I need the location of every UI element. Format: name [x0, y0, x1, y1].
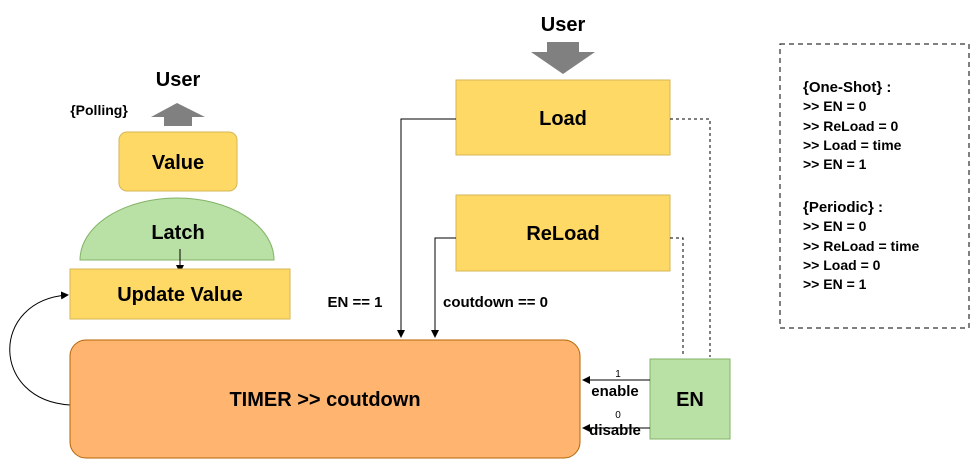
down-arrow-icon — [531, 42, 595, 74]
reload-label: ReLoad — [526, 223, 599, 245]
timer-label: TIMER >> coutdown — [229, 389, 420, 411]
user-left-label: User — [156, 69, 201, 91]
en-eq-1-label: EN == 1 — [327, 294, 382, 311]
en-label: EN — [676, 389, 704, 411]
disable-value-label: 0 — [615, 410, 621, 421]
one-shot-line: >> Load = time — [803, 137, 902, 153]
periodic-line: >> EN = 1 — [803, 276, 867, 292]
one-shot-line: >> ReLoad = 0 — [803, 118, 899, 134]
load-label: Load — [539, 108, 587, 130]
update-value-label: Update Value — [117, 284, 243, 306]
value-label: Value — [152, 152, 204, 174]
reload-en-dotted — [670, 237, 684, 357]
value-box — [118, 131, 238, 192]
latch-shape — [79, 197, 275, 261]
enable-label: enable — [591, 383, 639, 400]
disable-label: disable — [589, 422, 641, 439]
timer-box — [69, 339, 581, 459]
one-shot-line: >> EN = 1 — [803, 156, 867, 172]
load-box — [455, 79, 671, 156]
polling-label: {Polling} — [70, 102, 128, 118]
periodic-line: >> EN = 0 — [803, 218, 867, 234]
enable-value-label: 1 — [615, 369, 621, 380]
one-shot-title: {One-Shot} : — [803, 79, 891, 96]
en-box — [649, 358, 731, 440]
reload-timer-arrow — [431, 237, 456, 338]
reload-box — [455, 194, 671, 272]
countdown-eq-0-label: coutdown == 0 — [443, 294, 548, 311]
latch-label: Latch — [151, 222, 204, 244]
loop-arrow — [9, 291, 71, 406]
update-value-box — [69, 268, 291, 320]
one-shot-line: >> EN = 0 — [803, 98, 867, 114]
load-timer-arrow — [397, 118, 456, 338]
periodic-line: >> Load = 0 — [803, 257, 881, 273]
periodic-title: {Periodic} : — [803, 199, 883, 216]
load-en-dotted — [670, 118, 711, 357]
periodic-line: >> ReLoad = time — [803, 238, 920, 254]
notes-box — [779, 43, 970, 329]
user-top-label: User — [541, 14, 586, 36]
up-arrow-icon — [151, 103, 205, 126]
